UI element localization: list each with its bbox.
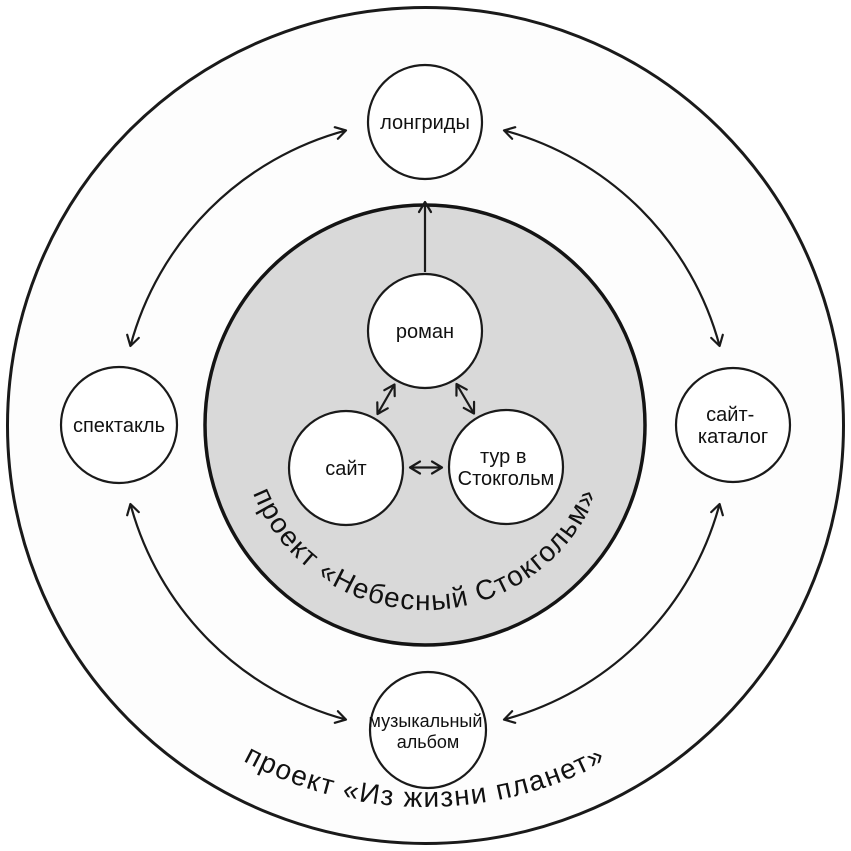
arrow-site-catalog-music-album [502,502,724,724]
node-site-label: сайт [325,458,366,480]
node-play [59,365,179,485]
node-site-catalog-label: сайт- каталог [698,404,768,448]
arrow-longreads-site-catalog [502,126,724,348]
node-music-album-label: музыкальный альбом [369,711,488,752]
node-tour [447,408,565,526]
arrow-music-album-play [126,502,348,724]
node-novel-label: роман [396,321,454,343]
arrow-play-longreads [126,126,348,348]
node-music-album [368,670,488,790]
arrow-novel-site [376,383,396,416]
node-site-catalog [674,366,792,484]
node-longreads-label: лонгриды [380,112,470,134]
node-tour-label: тур в Стокгольм [458,446,555,490]
node-novel [366,272,484,390]
node-play-label: спектакль [73,415,165,437]
node-site [287,409,405,527]
arrow-novel-tour [455,382,476,415]
node-longreads [366,63,484,181]
